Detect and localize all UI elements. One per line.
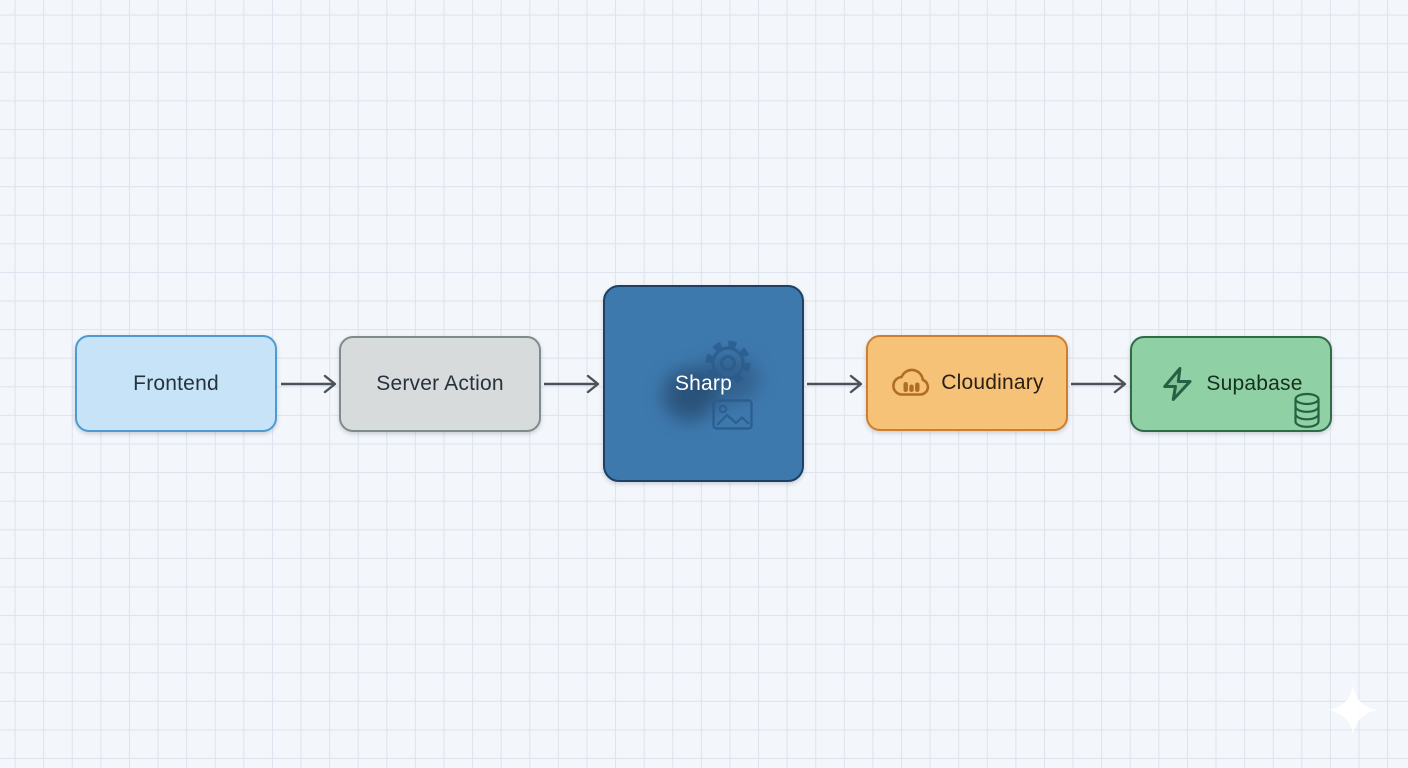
image-icon xyxy=(712,399,753,430)
node-server-action-label: Server Action xyxy=(376,372,504,395)
node-server-action[interactable]: Server Action xyxy=(339,336,541,432)
node-sharp[interactable]: Sharp xyxy=(603,285,804,482)
edge-arrow-frontend-to-server-action xyxy=(281,374,337,394)
gear-icon xyxy=(702,337,754,389)
edge-arrow-cloudinary-to-supabase xyxy=(1071,374,1127,394)
bolt-icon xyxy=(1159,365,1197,403)
sparkle-icon xyxy=(1329,685,1377,735)
node-cloudinary[interactable]: Cloudinary xyxy=(866,335,1068,431)
node-supabase-label: Supabase xyxy=(1206,372,1303,395)
node-frontend[interactable]: Frontend xyxy=(75,335,277,432)
node-cloudinary-label: Cloudinary xyxy=(941,371,1044,394)
database-icon xyxy=(1292,392,1322,429)
edge-arrow-sharp-to-cloudinary xyxy=(807,374,863,394)
node-sharp-label: Sharp xyxy=(674,371,733,395)
cloudinary-cloud-icon xyxy=(890,367,932,400)
node-supabase[interactable]: Supabase xyxy=(1130,336,1332,432)
node-frontend-label: Frontend xyxy=(133,371,219,395)
edge-arrow-server-action-to-sharp xyxy=(544,374,600,394)
